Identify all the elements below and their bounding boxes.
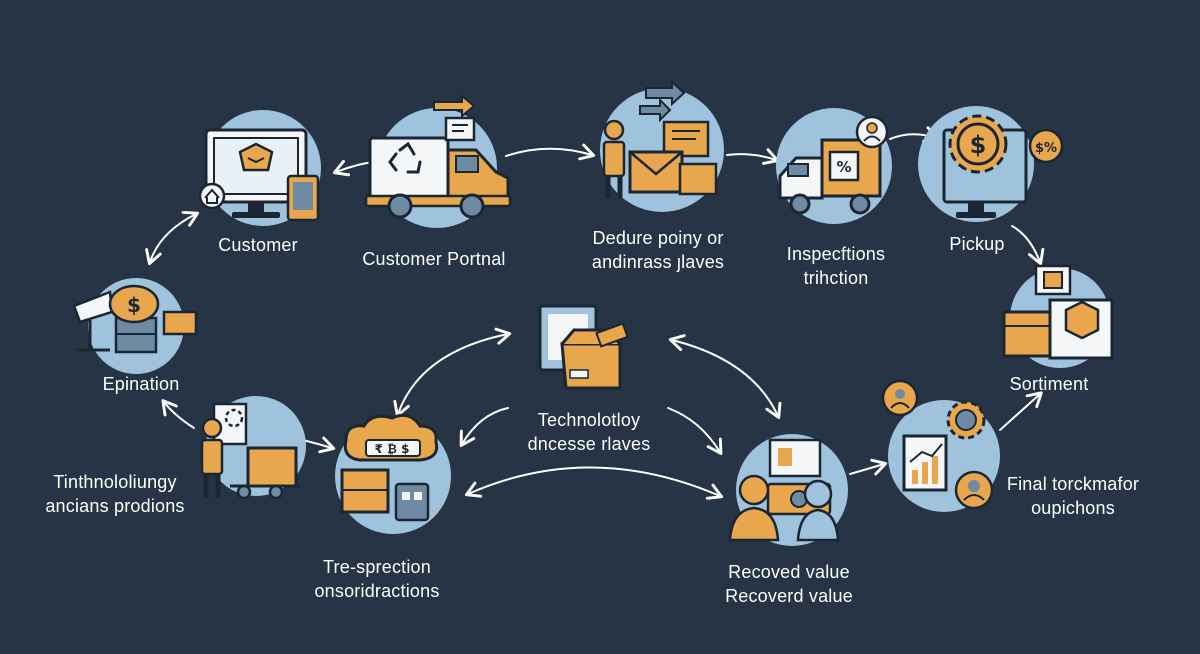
- label-tinthnololiungy: Tinthnololiungy ancians prodions: [30, 470, 200, 518]
- connector-customer-epination: [145, 210, 200, 266]
- label-line: Recoved value: [728, 562, 850, 582]
- svg-text:$: $: [127, 293, 141, 317]
- label-line: ancians prodions: [45, 496, 185, 516]
- label-epination: Epination: [86, 372, 196, 396]
- frame-icon: [1034, 264, 1072, 296]
- box-icon: [340, 468, 390, 514]
- node-inspections: %: [776, 108, 892, 224]
- people-icon: [728, 474, 840, 542]
- label-line: Tinthnololiungy: [53, 472, 177, 492]
- label-line: andinrass ȷlaves: [591, 252, 725, 272]
- dollar-icon: $: [970, 131, 987, 159]
- gear-icon: [224, 408, 244, 428]
- node-tinthnololiungy: [200, 396, 306, 500]
- connector-pickup-sortiment: [1011, 225, 1045, 266]
- worker-icon: [602, 119, 626, 198]
- box-icon: [560, 322, 629, 390]
- worker-badge-icon: [855, 115, 889, 149]
- label-tre-spection: Tre-sprection onsoridractions: [292, 555, 462, 603]
- home-badge-icon: [198, 182, 226, 210]
- dollar-icon: $: [108, 284, 160, 324]
- connector-tinth-epination: [161, 399, 195, 429]
- label-line: Sortiment: [1009, 374, 1089, 394]
- label-line: Inspecftions: [786, 244, 886, 264]
- phone-icon: [286, 174, 320, 222]
- label-pickup: Pickup: [932, 232, 1022, 256]
- node-epination: $: [72, 278, 198, 374]
- connector-portal-dedure: [505, 143, 596, 161]
- label-line: Final torckmafor: [1006, 474, 1140, 494]
- label-line: Recoverd value: [725, 586, 853, 606]
- connector-center-left: [393, 327, 512, 418]
- label-dedure: Dedure poiny or andinrass ȷlaves: [570, 226, 746, 274]
- svg-text:$%: $%: [1035, 141, 1057, 156]
- truck-icon: [230, 446, 300, 500]
- node-pickup: $ $%: [918, 106, 1064, 222]
- node-recovered: [728, 434, 848, 546]
- label-customer: Customer: [200, 233, 316, 257]
- label-line: Technolotloy: [537, 410, 641, 430]
- connector-final-sortiment: [999, 391, 1043, 431]
- svg-text:%: %: [836, 158, 851, 176]
- label-final: Final torckmafor oupichons: [990, 472, 1156, 520]
- connector-mid-right: [667, 407, 723, 455]
- connector-dedure-inspections: [726, 148, 780, 165]
- label-sortiment: Sortiment: [994, 372, 1104, 396]
- node-final: [881, 379, 1000, 512]
- envelope-icon: [628, 150, 684, 194]
- label-line: Customer Portnal: [362, 249, 506, 269]
- label-line: Pickup: [949, 234, 1005, 254]
- label-inspections: Inspecftions trihction: [770, 242, 902, 290]
- worker-icon: [200, 417, 224, 498]
- arrow-icon: [639, 79, 686, 123]
- connector-recovered-final: [849, 458, 888, 476]
- box-icon: [162, 310, 198, 336]
- node-customer-portal: [364, 93, 512, 228]
- label-line: Tre-sprection: [323, 557, 431, 577]
- desk-icon: [72, 290, 158, 354]
- connector-mid-left: [459, 407, 509, 447]
- document-icon: [444, 116, 476, 142]
- label-line: dncesse rlaves: [527, 434, 651, 454]
- gear-icon: [946, 400, 986, 440]
- label-line: Dedure poiny or: [592, 228, 724, 248]
- label-technology-center: Technolotloy dncesse rlaves: [504, 408, 674, 456]
- label-recovered: Recoved value Recoverd value: [704, 560, 874, 608]
- truck-icon: [364, 136, 512, 219]
- document-icon: [662, 120, 710, 158]
- user-badge-icon: [954, 470, 994, 510]
- label-line: Customer: [218, 235, 298, 255]
- recycle-icon: [388, 141, 422, 174]
- node-tre-spection: ₹ ₿ $: [335, 413, 451, 534]
- label-customer-portal: Customer Portnal: [344, 247, 524, 271]
- shelf-icon: [1048, 298, 1114, 360]
- monitor-icon: [768, 438, 822, 478]
- connector-center-right: [668, 334, 782, 420]
- label-line: Epination: [102, 374, 180, 394]
- node-dedure: [600, 79, 724, 212]
- box-icon: [238, 142, 274, 172]
- percent-icon: %: [828, 150, 860, 182]
- label-line: trihction: [803, 268, 869, 288]
- dollar-badge-icon: $%: [1028, 128, 1064, 164]
- gear-icon: [948, 114, 1008, 174]
- chart-icon: [909, 443, 943, 484]
- node-customer: [198, 110, 321, 226]
- node-technology-center: [538, 304, 629, 390]
- label-line: onsoridractions: [314, 581, 440, 601]
- svg-text:$: $: [970, 131, 987, 159]
- svg-text:₹ ₿ $: ₹ ₿ $: [375, 442, 410, 456]
- user-icon: [881, 379, 919, 417]
- label-line: oupichons: [1031, 498, 1115, 518]
- device-icon: [394, 482, 430, 522]
- arrow-icon: [433, 93, 476, 119]
- connector-bottom: [464, 466, 724, 500]
- box-icon: [678, 162, 718, 196]
- node-sortiment: [1002, 264, 1114, 368]
- box-icon: [1002, 310, 1052, 358]
- connectors: [145, 126, 1045, 500]
- cloud-icon: ₹ ₿ $: [343, 413, 439, 462]
